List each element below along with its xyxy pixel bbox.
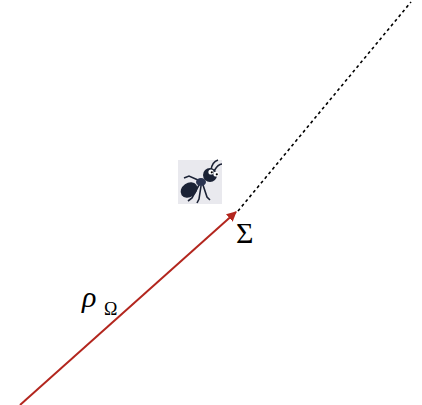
surface-symbol: Σ [236,218,253,248]
ant-eye [213,171,218,176]
red-ray [20,212,236,405]
ant-background [178,160,222,204]
ant-pupil [211,171,213,173]
ant-pupil [216,173,218,175]
ant-eye [208,169,213,174]
ant-icon [178,160,222,204]
density-symbol: ρ [82,282,96,312]
subscript-symbol: Ω [104,300,117,318]
dotted-continuation [238,2,411,211]
